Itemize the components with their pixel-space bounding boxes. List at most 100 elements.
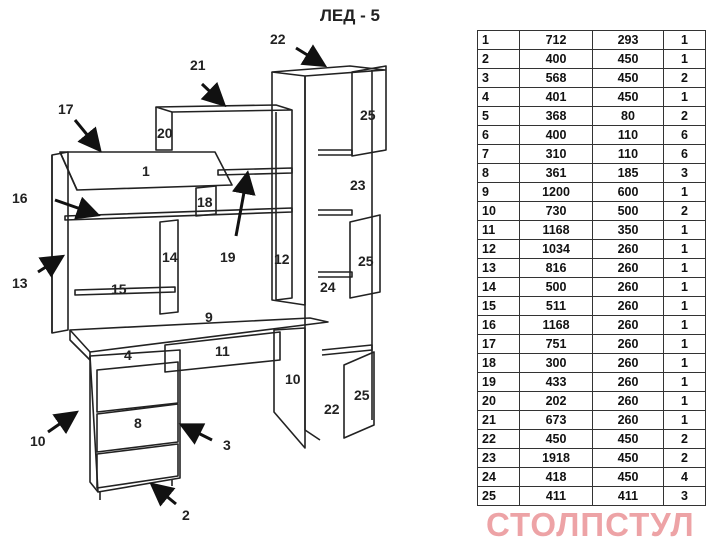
quantity-cell: 2 xyxy=(663,448,706,468)
page-title: ЛЕД - 5 xyxy=(320,6,380,25)
part-number-cell: 22 xyxy=(477,429,520,449)
part-number-cell: 19 xyxy=(477,372,520,392)
width-cell: 450 xyxy=(592,429,664,449)
length-cell: 730 xyxy=(519,201,593,221)
width-cell: 450 xyxy=(592,68,664,88)
part-number-cell: 9 xyxy=(477,182,520,202)
quantity-cell: 1 xyxy=(663,410,706,430)
width-cell: 293 xyxy=(592,30,664,50)
length-cell: 368 xyxy=(519,106,593,126)
width-cell: 260 xyxy=(592,334,664,354)
length-cell: 411 xyxy=(519,486,593,506)
quantity-cell: 1 xyxy=(663,315,706,335)
part-number-cell: 8 xyxy=(477,163,520,183)
diagram-label-20: 20 xyxy=(157,125,173,141)
length-cell: 816 xyxy=(519,258,593,278)
part-number-cell: 21 xyxy=(477,410,520,430)
part-number-cell: 16 xyxy=(477,315,520,335)
length-cell: 310 xyxy=(519,144,593,164)
quantity-cell: 6 xyxy=(663,144,706,164)
diagram-label-18: 18 xyxy=(197,194,213,210)
length-cell: 401 xyxy=(519,87,593,107)
width-cell: 260 xyxy=(592,258,664,278)
diagram-label-16: 16 xyxy=(12,190,28,206)
quantity-cell: 1 xyxy=(663,353,706,373)
width-cell: 450 xyxy=(592,467,664,487)
part-number-cell: 15 xyxy=(477,296,520,316)
part-number-cell: 10 xyxy=(477,201,520,221)
width-cell: 450 xyxy=(592,49,664,69)
length-cell: 300 xyxy=(519,353,593,373)
diagram-label-4: 4 xyxy=(124,347,132,363)
diagram-label-12: 12 xyxy=(274,251,290,267)
part-number-cell: 18 xyxy=(477,353,520,373)
quantity-cell: 1 xyxy=(663,220,706,240)
part-number-cell: 7 xyxy=(477,144,520,164)
quantity-cell: 2 xyxy=(663,201,706,221)
width-cell: 260 xyxy=(592,391,664,411)
quantity-cell: 1 xyxy=(663,258,706,278)
quantity-cell: 1 xyxy=(663,296,706,316)
width-cell: 260 xyxy=(592,296,664,316)
part-number-cell: 2 xyxy=(477,49,520,69)
quantity-cell: 1 xyxy=(663,391,706,411)
width-cell: 411 xyxy=(592,486,664,506)
diagram-label-13: 13 xyxy=(12,275,28,291)
quantity-cell: 4 xyxy=(663,467,706,487)
diagram-label-15: 15 xyxy=(111,281,127,297)
diagram-label-10-right: 10 xyxy=(285,371,301,387)
quantity-cell: 1 xyxy=(663,334,706,354)
width-cell: 450 xyxy=(592,87,664,107)
length-cell: 361 xyxy=(519,163,593,183)
diagram-label-25-top: 25 xyxy=(360,107,376,123)
length-cell: 433 xyxy=(519,372,593,392)
diagram-label-17: 17 xyxy=(58,101,74,117)
part-number-cell: 6 xyxy=(477,125,520,145)
quantity-cell: 1 xyxy=(663,49,706,69)
width-cell: 260 xyxy=(592,239,664,259)
quantity-cell: 3 xyxy=(663,486,706,506)
part-number-cell: 20 xyxy=(477,391,520,411)
quantity-cell: 1 xyxy=(663,30,706,50)
width-cell: 450 xyxy=(592,448,664,468)
part-number-cell: 1 xyxy=(477,30,520,50)
length-cell: 400 xyxy=(519,125,593,145)
length-cell: 511 xyxy=(519,296,593,316)
diagram-label-24: 24 xyxy=(320,279,336,295)
width-cell: 260 xyxy=(592,410,664,430)
width-cell: 600 xyxy=(592,182,664,202)
diagram-label-11: 11 xyxy=(215,343,230,359)
width-cell: 500 xyxy=(592,201,664,221)
diagram-label-3: 3 xyxy=(223,437,231,453)
part-number-cell: 11 xyxy=(477,220,520,240)
quantity-cell: 6 xyxy=(663,125,706,145)
watermark-logo: СТОЛПСТУЛ xyxy=(486,506,695,543)
quantity-cell: 3 xyxy=(663,163,706,183)
width-cell: 185 xyxy=(592,163,664,183)
width-cell: 110 xyxy=(592,125,664,145)
width-cell: 80 xyxy=(592,106,664,126)
length-cell: 751 xyxy=(519,334,593,354)
diagram-label-25-middle: 25 xyxy=(358,253,374,269)
width-cell: 260 xyxy=(592,353,664,373)
length-cell: 418 xyxy=(519,467,593,487)
width-cell: 110 xyxy=(592,144,664,164)
